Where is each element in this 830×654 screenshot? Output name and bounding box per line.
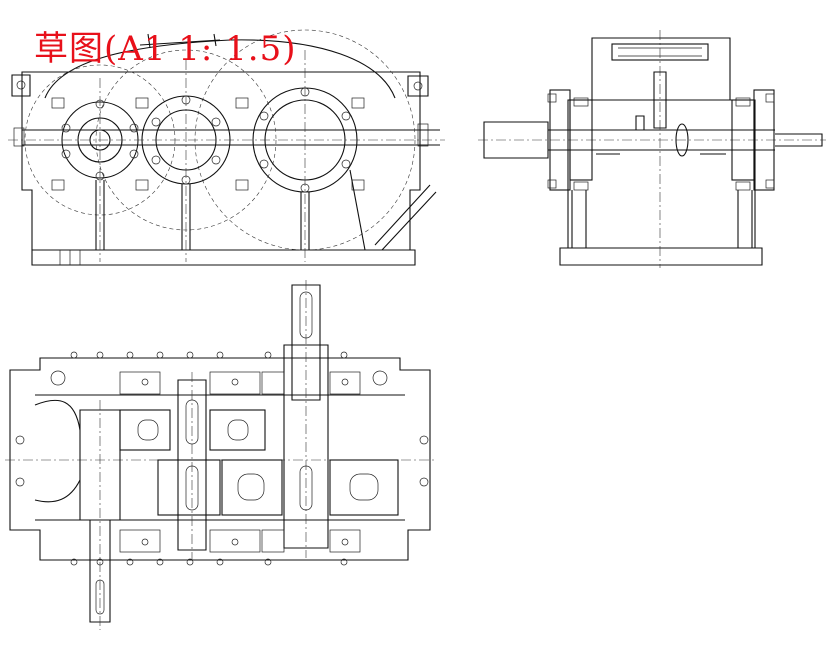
drawing-title: 草图(A1 1: 1.5) — [34, 29, 297, 69]
side-view — [478, 30, 826, 268]
top-section-view — [5, 280, 435, 630]
front-view — [8, 29, 445, 266]
